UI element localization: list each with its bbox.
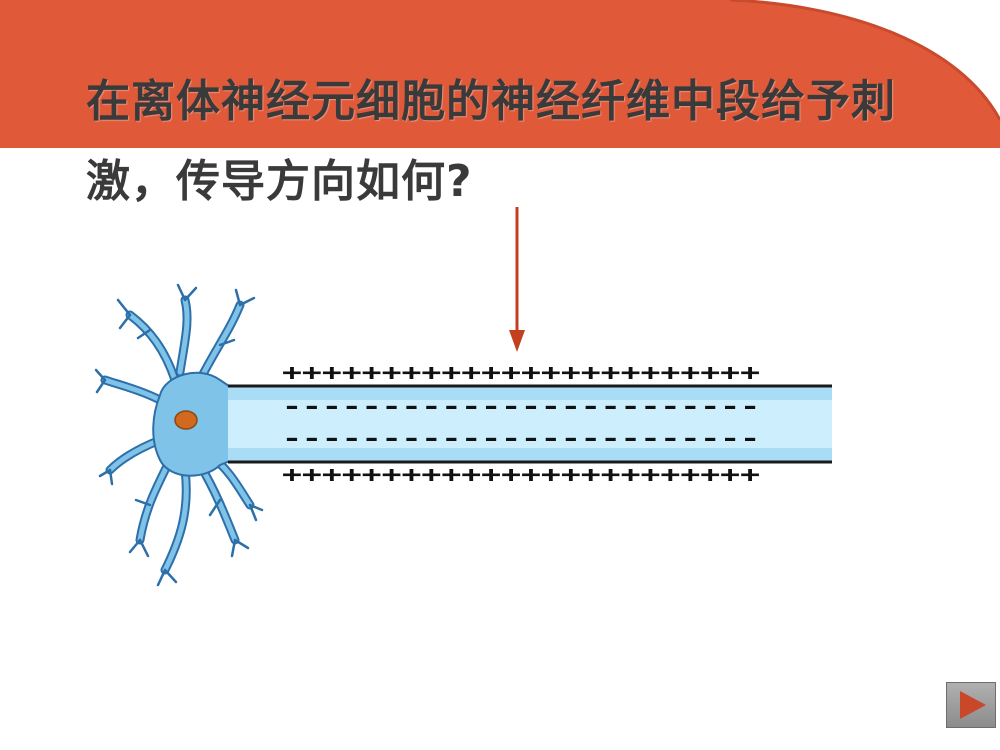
dendrite-tips bbox=[94, 283, 264, 587]
outer-bottom-charges: ++++++++++++++++++++++++ bbox=[282, 463, 760, 488]
next-slide-button[interactable] bbox=[946, 682, 996, 728]
neuron-cell-body bbox=[94, 283, 264, 587]
nucleus bbox=[174, 410, 198, 430]
title-line-1: 在离体神经元细胞的神经纤维中段给予刺 bbox=[86, 76, 896, 127]
header-banner bbox=[0, 0, 1000, 148]
inner-top-charges: ------------------------ bbox=[282, 395, 760, 420]
question-title: 在离体神经元细胞的神经纤维中段给予刺 激，传导方向如何? bbox=[86, 62, 926, 222]
title-line-2: 激，传导方向如何? bbox=[86, 156, 473, 207]
inner-bottom-charges: ------------------------ bbox=[282, 427, 760, 452]
axon bbox=[228, 384, 832, 464]
stimulus-arrow-icon bbox=[509, 207, 525, 352]
play-triangle-icon bbox=[960, 691, 986, 719]
outer-top-charges: ++++++++++++++++++++++++ bbox=[282, 361, 760, 386]
